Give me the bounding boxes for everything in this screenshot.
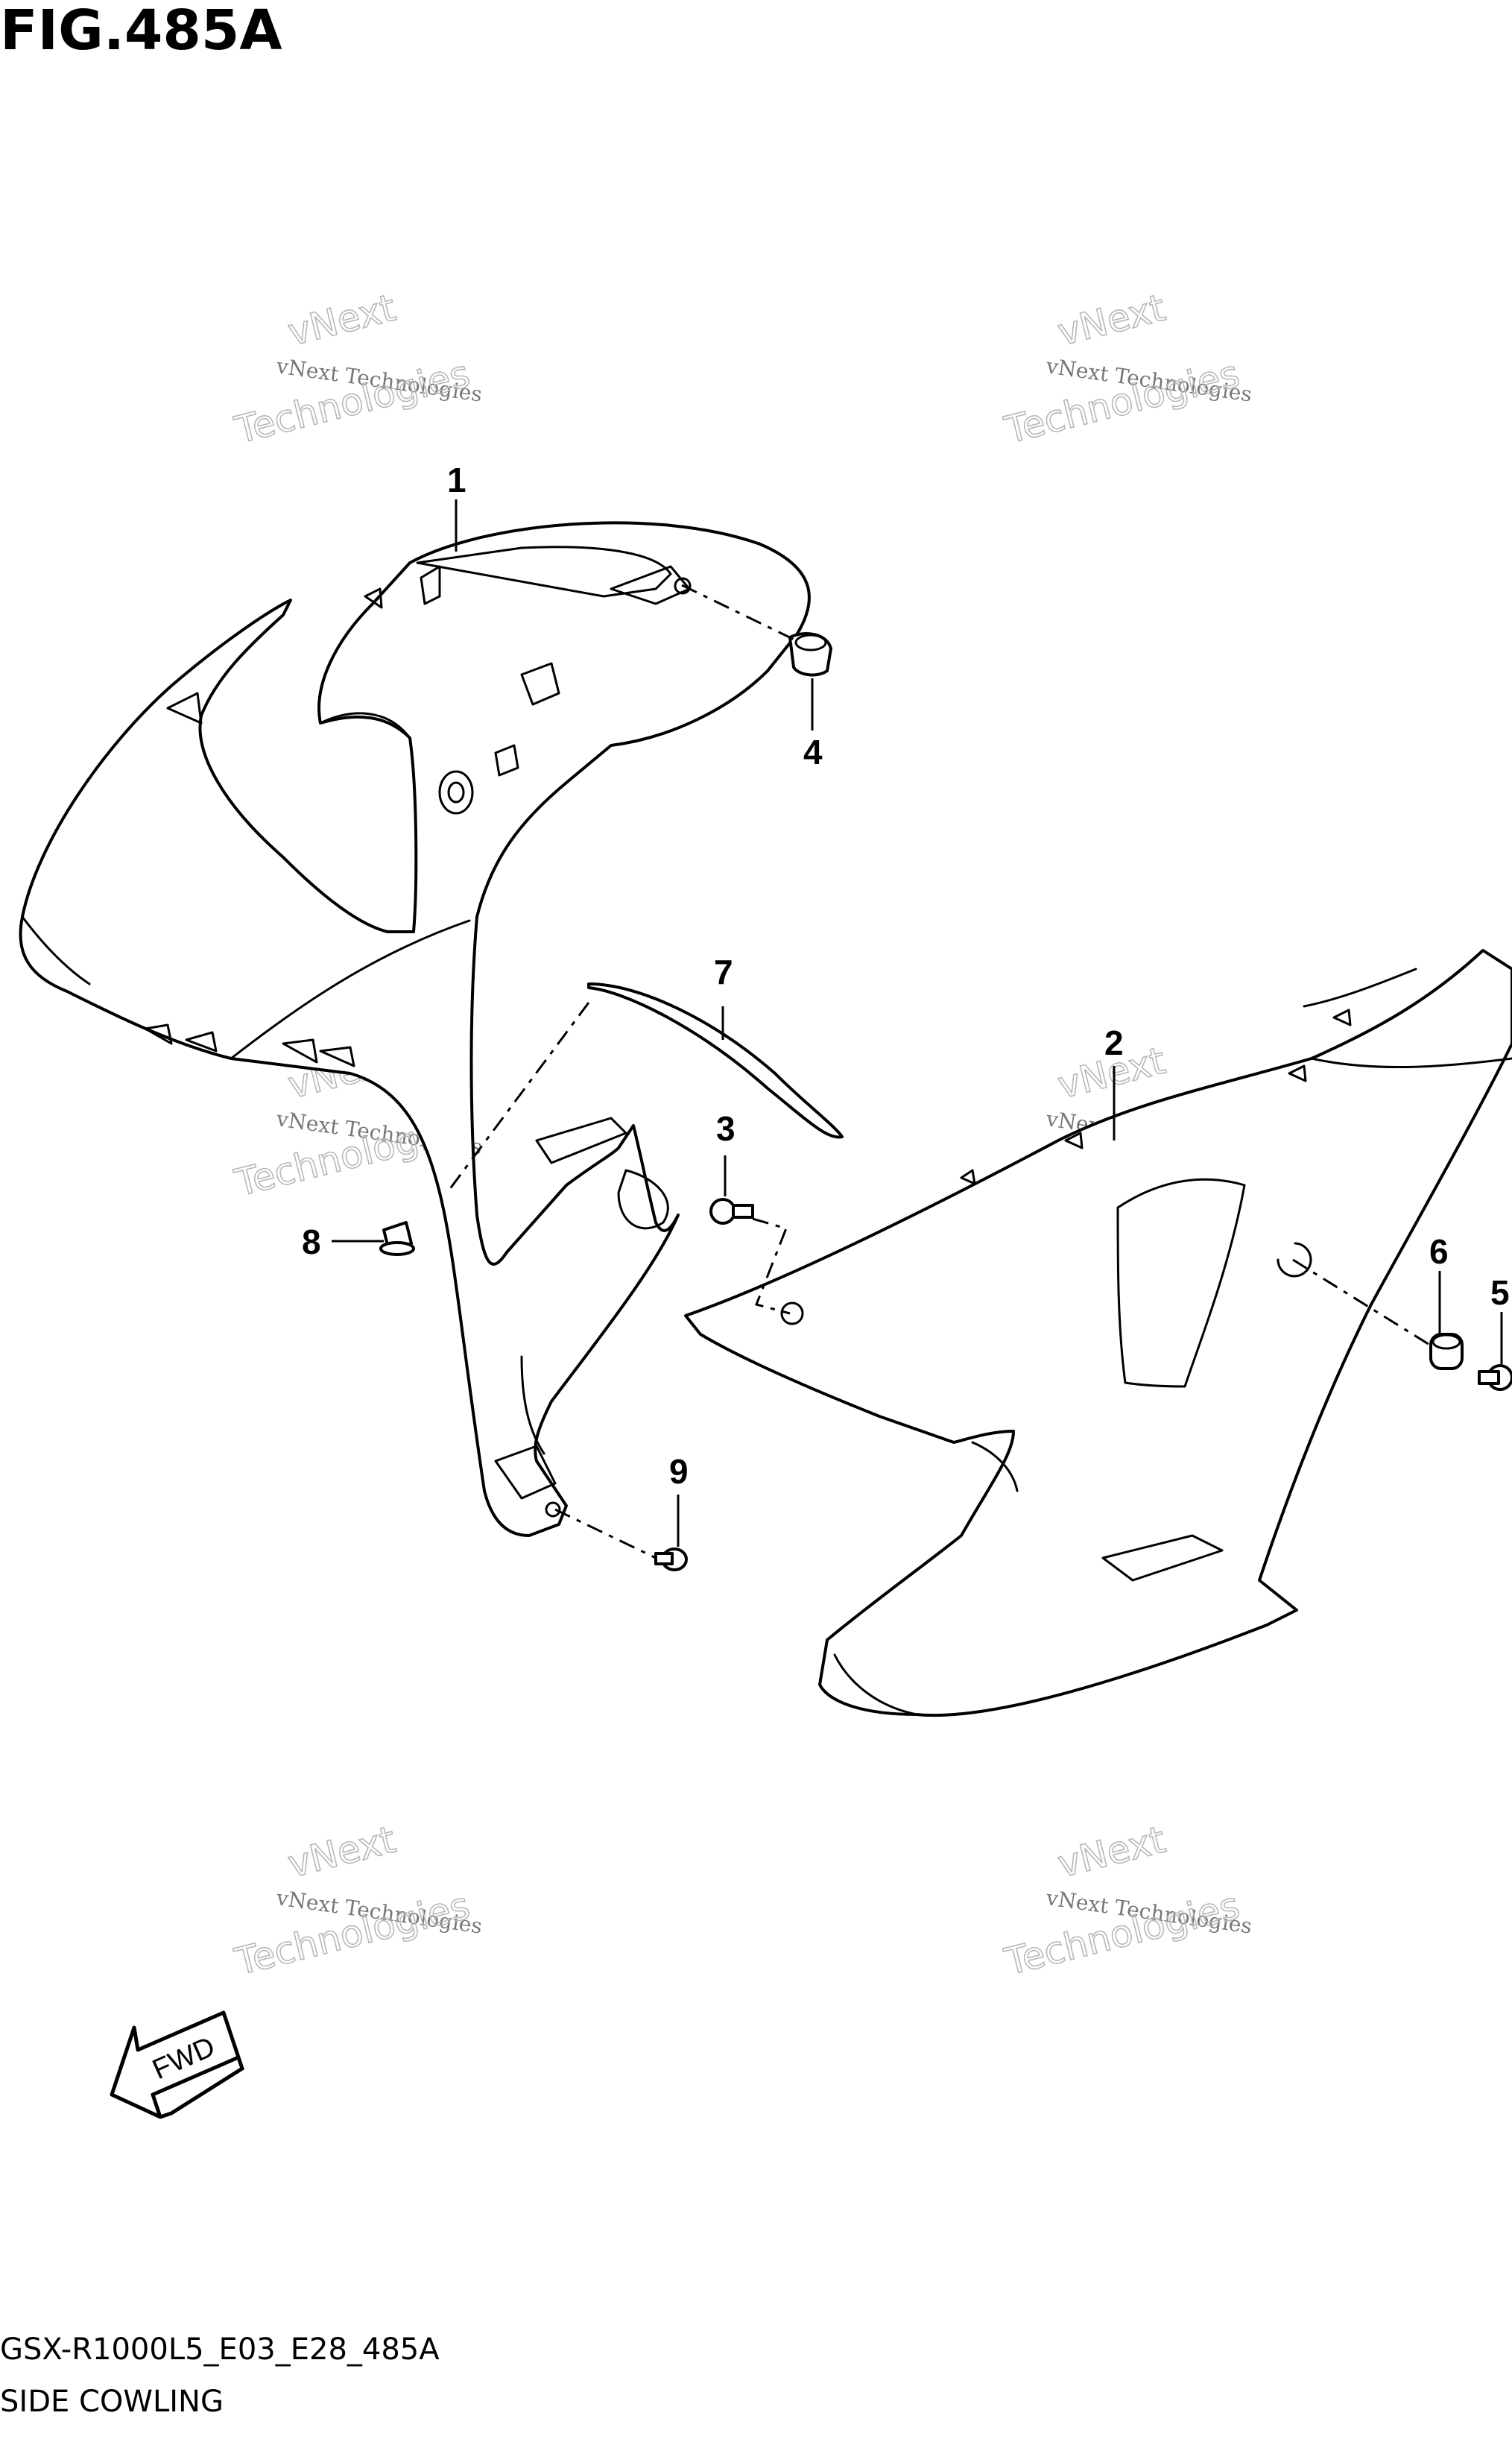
callout-9: 9	[669, 1452, 689, 1491]
mount-hole-rear	[1277, 1242, 1312, 1278]
figure-caption: SIDE COWLING	[0, 2385, 224, 2419]
side-cowling-upper	[19, 521, 811, 1537]
clip-tab	[319, 1046, 355, 1067]
clip-tab	[520, 662, 560, 706]
callout-6: 6	[1429, 1232, 1449, 1271]
cushion-part-4	[788, 632, 832, 677]
clip-tab	[185, 1031, 218, 1053]
clip-tab	[282, 1038, 318, 1064]
side-cowling-upper-body	[19, 521, 811, 1537]
assembly-line-9	[554, 1508, 657, 1559]
watermark-large-line1: vNext	[1054, 1818, 1170, 1887]
bolt-3-shank	[732, 1204, 754, 1219]
screw-9-shank	[654, 1552, 674, 1565]
clip-part-8	[379, 1221, 415, 1256]
bolt-part-5	[1478, 1364, 1512, 1391]
upper-edge-lip	[1303, 968, 1417, 1008]
cushion-part-6	[1429, 1333, 1464, 1370]
assembly-line-trim	[446, 1002, 590, 1193]
front-lip	[21, 915, 91, 985]
watermark-bottom-right: vNext vNext Technologies Technologies	[1000, 1817, 1254, 1984]
assembly-line-3	[752, 1217, 791, 1315]
grommet-hole-inner	[447, 781, 465, 804]
lower-stay-hole	[545, 1501, 561, 1518]
callout-3: 3	[716, 1109, 736, 1148]
inner-panel-edge	[319, 712, 411, 739]
side-cowling-lower-body	[684, 949, 1512, 1717]
mount-hole-top	[674, 577, 692, 595]
fwd-arrow-shadow	[159, 2057, 244, 2119]
bottom-lip	[833, 1653, 918, 1716]
clip-tab	[1064, 1132, 1084, 1149]
bolt-part-3	[709, 1198, 754, 1225]
fwd-arrow-icon	[110, 2010, 241, 2119]
clip-tab	[1332, 1009, 1352, 1026]
lower-cowl-vent	[1116, 1178, 1246, 1388]
watermark-large-line1: vNext	[284, 286, 400, 355]
screw-part-9	[654, 1547, 688, 1571]
lower-stay-edge	[520, 1355, 545, 1455]
callout-7: 7	[714, 953, 733, 991]
clip-tab	[494, 744, 519, 777]
grommet-hole	[438, 770, 474, 815]
clip-tab	[166, 692, 203, 725]
cushion-4-body	[788, 632, 832, 677]
watermark-bottom-left: vNext vNext Technologies Technologies	[230, 1817, 484, 1984]
bolt-3-head	[709, 1198, 736, 1225]
clip-tab	[364, 587, 383, 609]
cushion-6-top	[1432, 1334, 1461, 1350]
clip-8-flange	[379, 1241, 415, 1256]
clip-tab	[144, 1023, 173, 1045]
cushion-6-body	[1429, 1333, 1464, 1370]
forward-direction-indicator: FWD	[110, 2010, 244, 2119]
assembly-line-6	[1292, 1258, 1432, 1347]
clip-tab	[1288, 1064, 1307, 1082]
callout-2: 2	[1104, 1023, 1124, 1062]
trim-strip	[587, 982, 844, 1139]
clip-tab	[420, 565, 441, 605]
callout-1: 1	[447, 461, 466, 499]
inner-stay-boss	[617, 1169, 669, 1230]
watermark-large-line1: vNext	[284, 1818, 400, 1887]
watermark-top-right: vNext vNext Technologies Technologies	[1000, 285, 1254, 452]
callout-8: 8	[302, 1222, 321, 1261]
inner-stay-bracket	[535, 1117, 627, 1164]
side-cowling-lower	[684, 949, 1512, 1717]
top-vent-flange	[416, 546, 672, 598]
upper-crease	[1310, 1057, 1512, 1069]
cushion-4-top	[794, 634, 827, 651]
lower-bend	[971, 1441, 1019, 1492]
body-crease-line	[230, 919, 471, 1060]
bottom-bracket	[1101, 1534, 1224, 1582]
watermark-large-line1: vNext	[1054, 286, 1170, 355]
mount-hole-front	[780, 1301, 804, 1325]
lower-stay-plate	[494, 1445, 557, 1500]
bolt-5-shank	[1478, 1370, 1500, 1385]
figure-title: FIG.485A	[0, 0, 282, 63]
clip-tab	[960, 1169, 976, 1185]
callout-4: 4	[803, 733, 823, 772]
watermark-top-left: vNext vNext Technologies Technologies	[230, 285, 484, 452]
callout-5: 5	[1490, 1273, 1510, 1312]
model-code: GSX-R1000L5_E03_E28_485A	[0, 2332, 440, 2367]
